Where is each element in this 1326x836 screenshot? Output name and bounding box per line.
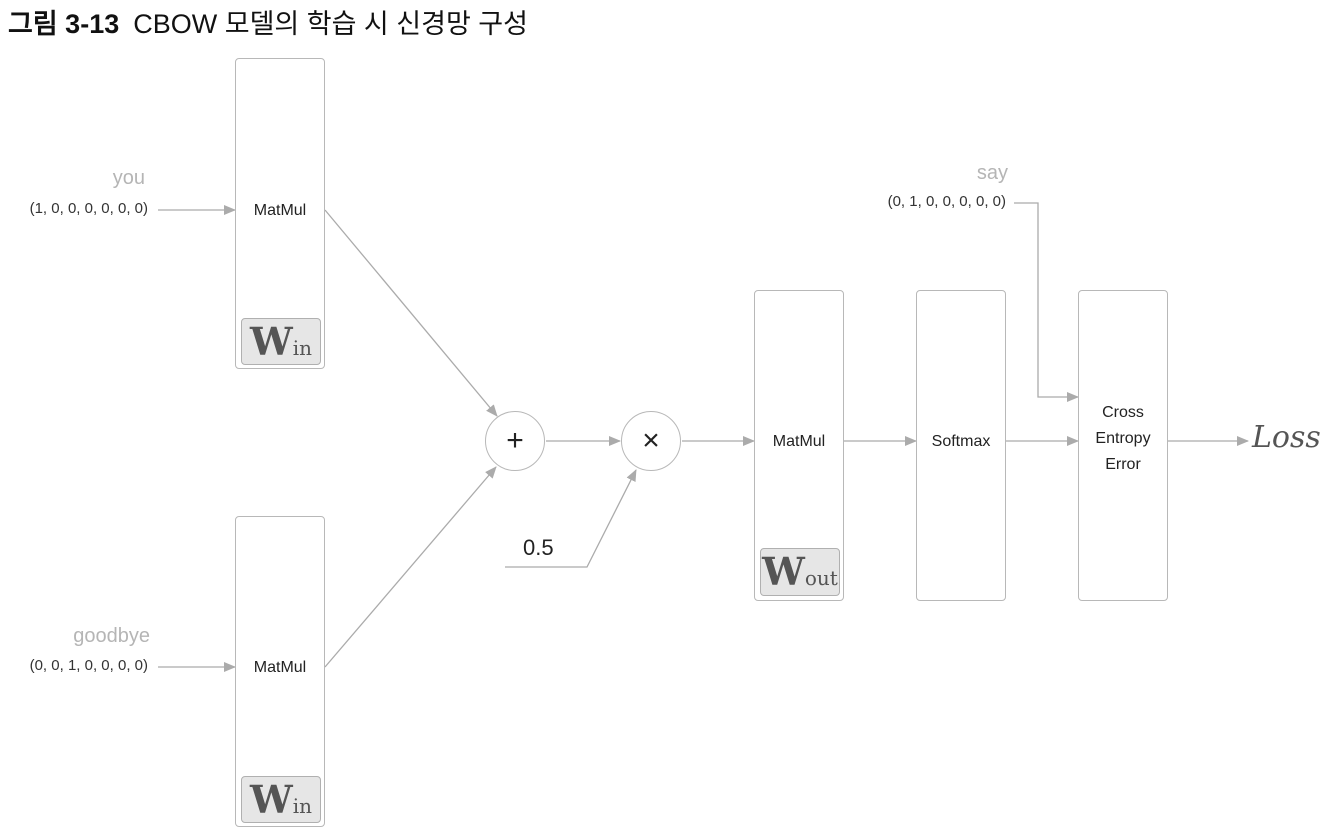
matmul-out-layer: MatMul Wout (754, 290, 844, 601)
add-symbol: + (506, 424, 524, 457)
weight-in-top-subscript: in (292, 336, 312, 360)
weight-out-tag: Wout (760, 548, 840, 596)
matmul-in-bottom-layer: MatMul Win (235, 516, 325, 827)
wire-constant-to-multiply (505, 469, 637, 568)
weight-in-bottom-tag: Win (241, 776, 321, 823)
weight-out-symbol: W (762, 549, 805, 594)
softmax-label: Softmax (931, 433, 991, 450)
weight-in-top-symbol: W (250, 319, 293, 364)
matmul-in-top-layer: MatMul Win (235, 58, 325, 369)
target-vector-say: (0, 1, 0, 0, 0, 0, 0) (887, 193, 1006, 210)
figure-title: 그림 3-13 CBOW 모델의 학습 시 신경망 구성 (8, 4, 528, 44)
input-vector-goodbye: (0, 0, 1, 0, 0, 0, 0) (29, 657, 148, 674)
figure-caption: CBOW 모델의 학습 시 신경망 구성 (133, 9, 528, 39)
weight-in-bottom-symbol: W (250, 777, 293, 822)
input-vector-you: (1, 0, 0, 0, 0, 0, 0) (29, 200, 148, 217)
loss-output: Loss (1252, 420, 1321, 455)
cross-entropy-label-line3: Error (1105, 456, 1141, 473)
multiply-symbol: × (642, 424, 660, 457)
cross-entropy-label-line2: Entropy (1095, 430, 1151, 447)
figure-number: 그림 3-13 (8, 9, 120, 39)
weight-in-bottom-subscript: in (292, 794, 312, 818)
matmul-in-top-label: MatMul (253, 202, 307, 219)
cross-entropy-label-line1: Cross (1102, 404, 1144, 421)
constant-half: 0.5 (523, 535, 554, 560)
input-word-you: you (112, 167, 145, 189)
wire-matmul-bottom-to-add (324, 466, 497, 668)
wire-matmul-top-to-add (324, 209, 498, 417)
cross-entropy-layer: Cross Entropy Error (1078, 290, 1168, 601)
multiply-node: × (621, 411, 681, 471)
matmul-out-label: MatMul (772, 433, 826, 450)
weight-out-subscript: out (804, 566, 838, 590)
matmul-in-bottom-label: MatMul (253, 659, 307, 676)
add-node: + (485, 411, 545, 471)
target-word-say: say (976, 162, 1008, 184)
weight-in-top-tag: Win (241, 318, 321, 365)
softmax-layer: Softmax (916, 290, 1006, 601)
input-word-goodbye: goodbye (73, 625, 150, 647)
wire-target-to-cross-entropy (1014, 202, 1079, 402)
